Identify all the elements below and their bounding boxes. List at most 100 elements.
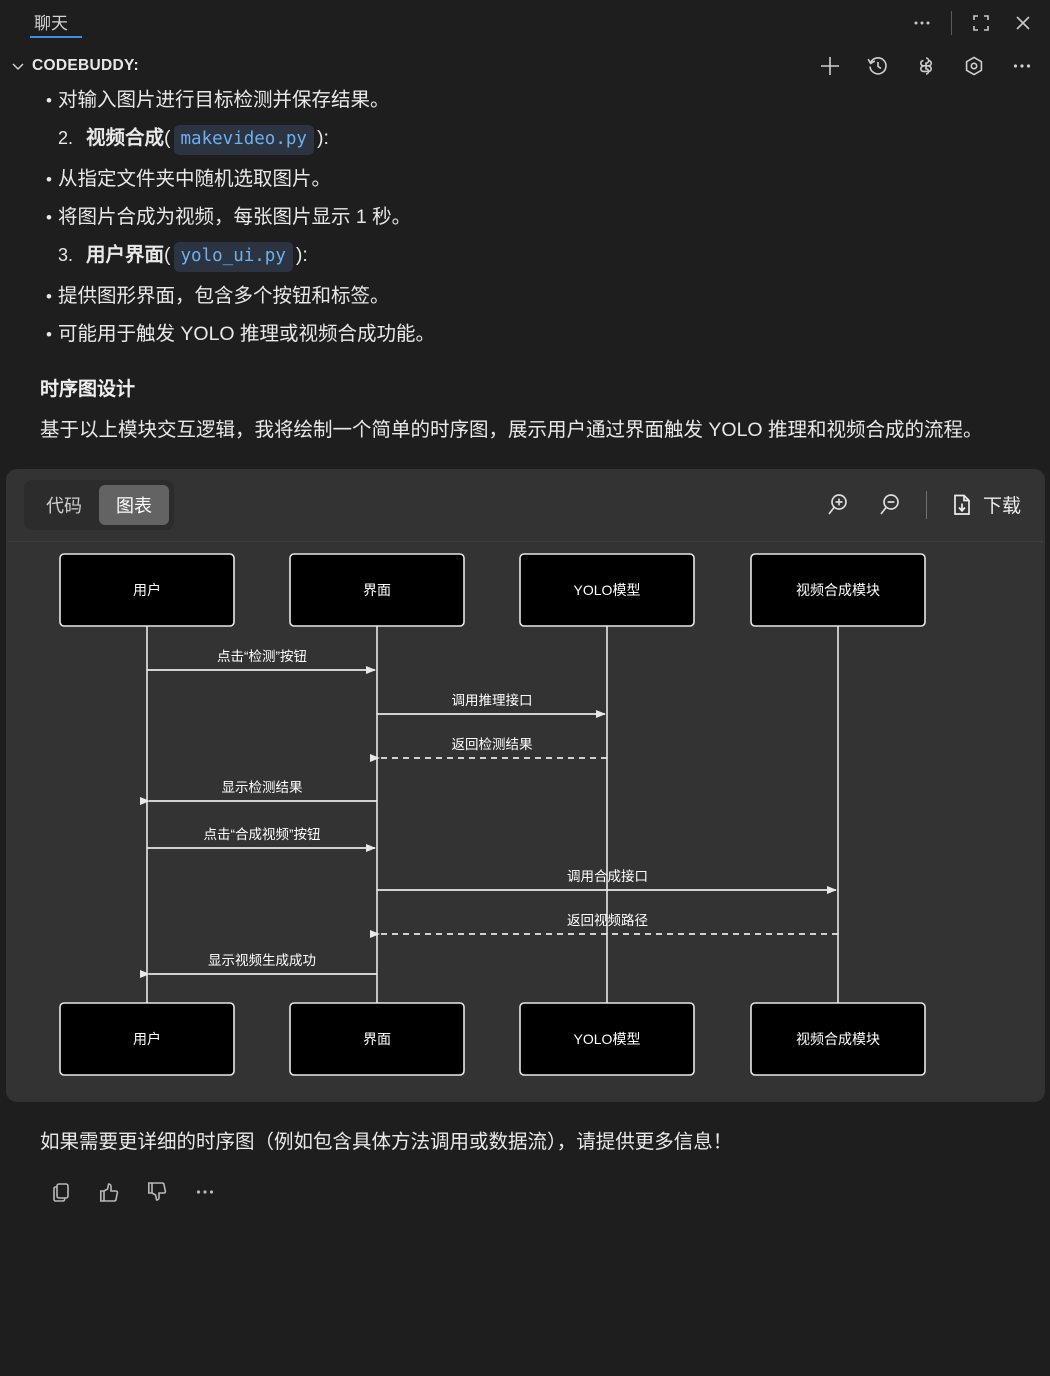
list-item: 2. 视频合成 ( makevideo.py ): (58, 124, 1024, 155)
sequence-message: 点击“合成视频”按钮 (147, 827, 376, 852)
list-item: • 从指定文件夹中随机选取图片。 (40, 165, 1024, 193)
list-item: • 可能用于触发 YOLO 推理或视频合成功能。 (40, 320, 1024, 348)
mcp-plugin-icon[interactable] (912, 52, 940, 80)
thumbs-up-icon[interactable] (96, 1179, 122, 1205)
sequence-message: 调用推理接口 (377, 692, 606, 718)
list-item-label: 提供图形界面，包含多个按钮和标签。 (58, 284, 390, 307)
bullet-dot: • (46, 91, 52, 110)
paren-close: ): (295, 244, 308, 267)
bullet-dot: • (46, 286, 52, 306)
message-header: CODEBUDDY: (0, 46, 1050, 86)
new-chat-icon[interactable] (816, 52, 844, 80)
chevron-down-icon[interactable] (8, 56, 28, 76)
close-icon[interactable] (1010, 10, 1036, 36)
message-label: 调用合成接口 (567, 868, 648, 884)
settings-gear-icon[interactable] (960, 52, 988, 80)
bullet-dot: • (46, 324, 52, 344)
thumbs-down-icon[interactable] (144, 1179, 170, 1205)
more-actions-icon[interactable] (1008, 52, 1036, 80)
download-button[interactable]: 下载 (949, 491, 1021, 518)
message-label: 点击“检测”按钮 (217, 649, 307, 664)
toolbar-divider (925, 490, 927, 519)
sequence-message: 显示检测结果 (140, 780, 377, 805)
footer-text: 如果需要更详细的时序图（例如包含具体方法调用或数据流），请提供更多信息！ (40, 1130, 733, 1153)
footer-actions (0, 1157, 1050, 1205)
message-label: 显示检测结果 (222, 780, 303, 795)
message-label: 返回视频路径 (567, 913, 648, 928)
sequence-message: 点击“检测”按钮 (147, 649, 376, 674)
sequence-message: 返回检测结果 (370, 737, 607, 762)
paren-open: ( (164, 244, 171, 267)
actor-label: 界面 (363, 1031, 391, 1047)
diagram-panel: 代码 图表 (6, 468, 1045, 1102)
actor-box[interactable]: 视频合成模块 (750, 552, 926, 627)
diagram-toolbar: 代码 图表 (6, 469, 1045, 541)
download-icon (954, 494, 970, 515)
list-item: • 对输入图片进行目标检测并保存结果。 (40, 86, 1024, 114)
actor-label: YOLO模型 (574, 1031, 641, 1047)
diagram-toolbar-actions: 下载 (822, 490, 1021, 520)
list-item: 3. 用户界面 ( yolo_ui.py ): (58, 241, 1024, 272)
list-number: 3. (58, 245, 74, 266)
zoom-in-icon[interactable] (822, 490, 852, 520)
message-label: 返回检测结果 (452, 737, 533, 752)
actor-box[interactable]: 界面 (289, 552, 465, 627)
actor-box[interactable]: 用户 (59, 552, 235, 627)
message-label: 点击“合成视频”按钮 (204, 827, 321, 842)
list-number: 2. (58, 128, 74, 149)
list-item: • 将图片合成为视频，每张图片显示 1 秒。 (40, 203, 1024, 231)
tab-chart[interactable]: 图表 (99, 484, 169, 525)
tab-active-indicator (30, 36, 82, 38)
message-content: • 对输入图片进行目标检测并保存结果。 2. 视频合成 ( makevideo.… (0, 86, 1050, 447)
section-paragraph: 基于以上模块交互逻辑，我将绘制一个简单的时序图，展示用户通过界面触发 YOLO … (40, 419, 983, 442)
list-item-title: 用户界面 (86, 244, 165, 267)
actor-box[interactable]: 界面 (289, 1001, 465, 1076)
message-author: CODEBUDDY: (32, 57, 139, 74)
history-icon[interactable] (864, 52, 892, 80)
list-item-label: 可能用于触发 YOLO 推理或视频合成功能。 (58, 322, 436, 345)
bullet-dot: • (46, 207, 52, 227)
actor-box[interactable]: 视频合成模块 (750, 1001, 926, 1076)
window-controls (909, 10, 1036, 36)
list-item: • 提供图形界面，包含多个按钮和标签。 (40, 282, 1024, 310)
tab-code[interactable]: 代码 (46, 495, 82, 516)
more-options-icon[interactable] (909, 10, 935, 36)
actor-label: YOLO模型 (574, 582, 641, 598)
list-item-label: 将图片合成为视频，每张图片显示 1 秒。 (58, 205, 412, 228)
actor-label: 视频合成模块 (796, 1031, 880, 1047)
download-label: 下载 (982, 496, 1021, 518)
actor-label: 用户 (133, 582, 161, 598)
message-label: 调用推理接口 (452, 692, 533, 708)
titlebar-divider (951, 11, 952, 35)
bullet-dot: • (46, 169, 52, 189)
actor-label: 用户 (133, 1031, 161, 1047)
toolbar-bottom-divider (8, 540, 1043, 542)
inline-code: makevideo.py (173, 125, 314, 155)
section-heading: 时序图设计 (40, 379, 136, 401)
titlebar: 聊天 (0, 0, 1050, 46)
actor-label: 界面 (363, 582, 391, 598)
zoom-out-icon[interactable] (874, 490, 904, 520)
paren-open: ( (164, 127, 171, 150)
maximize-icon[interactable] (968, 10, 994, 36)
actor-label: 视频合成模块 (796, 582, 880, 598)
tab-chat[interactable]: 聊天 (34, 13, 68, 33)
more-icon[interactable] (192, 1179, 218, 1205)
actor-box[interactable]: YOLO模型 (519, 1001, 695, 1076)
message-label: 显示视频生成成功 (208, 953, 316, 968)
message-header-actions (816, 52, 1036, 80)
inline-code: yolo_ui.py (173, 242, 293, 272)
list-item-title: 视频合成 (86, 127, 165, 150)
paren-close: ): (316, 127, 329, 150)
sequence-message: 调用合成接口 (377, 868, 837, 894)
copy-icon[interactable] (48, 1179, 74, 1205)
list-item-label: 对输入图片进行目标检测并保存结果。 (58, 89, 390, 111)
sequence-message: 显示视频生成成功 (140, 953, 377, 978)
actor-box[interactable]: YOLO模型 (519, 552, 695, 627)
list-item-label: 从指定文件夹中随机选取图片。 (58, 167, 332, 190)
sequence-message: 返回视频路径 (370, 913, 838, 938)
diagram-tab-group: 代码 图表 (24, 479, 174, 530)
actor-box[interactable]: 用户 (59, 1001, 235, 1076)
